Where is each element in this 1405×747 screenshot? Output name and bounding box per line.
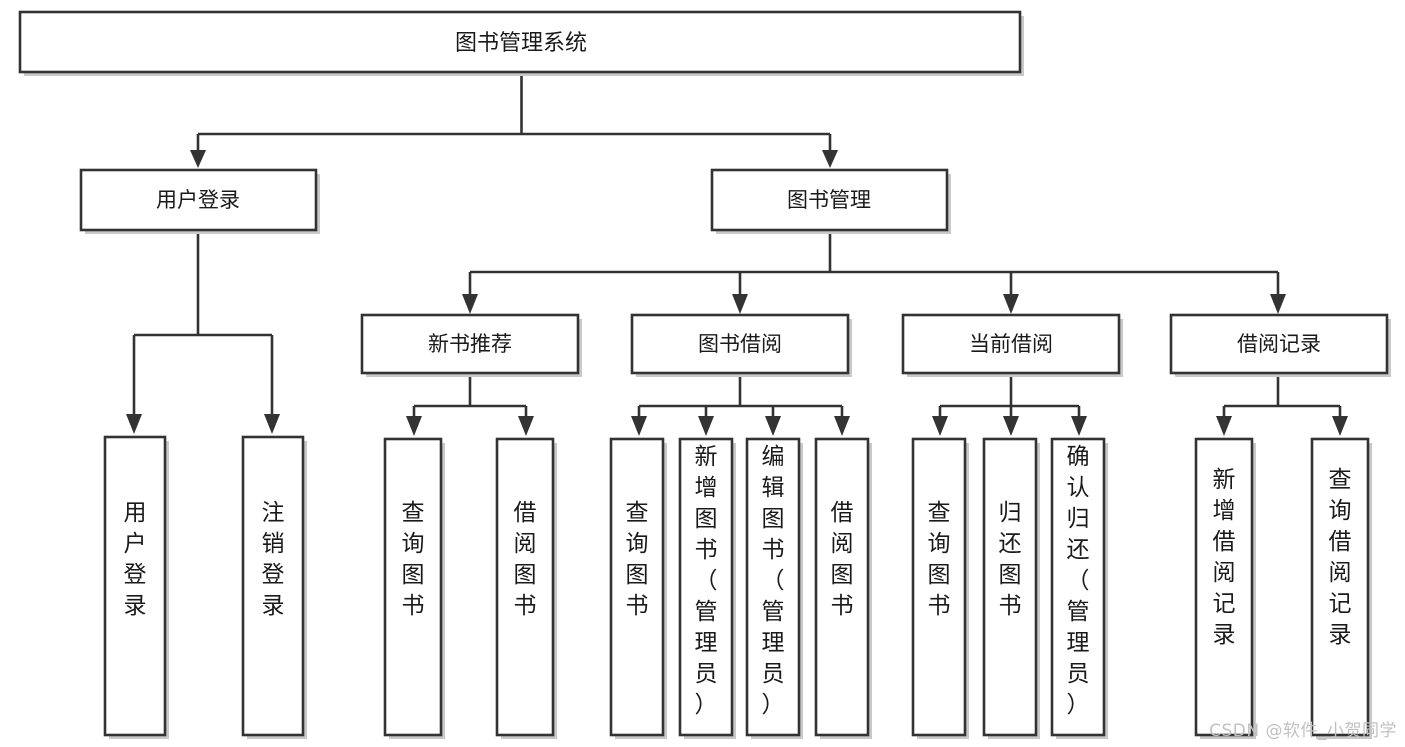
leaf-label: 查询图书 bbox=[626, 500, 649, 619]
leaf-book-borrow-0[interactable]: 查询图书 bbox=[609, 437, 667, 739]
root-label: 图书管理系统 bbox=[455, 31, 587, 56]
leaf-user-login-0[interactable]: 用户登录 bbox=[103, 435, 169, 739]
arrow-recommend-l2 bbox=[518, 416, 534, 436]
leaf-current-borrow-2[interactable]: 确认归还（管理员） bbox=[1050, 437, 1108, 739]
leaf-box[interactable] bbox=[745, 437, 801, 737]
leaf-book-borrow-1[interactable]: 新增图书（管理员） bbox=[678, 437, 736, 739]
leaf-box[interactable] bbox=[1050, 437, 1106, 737]
arrow-bookmgmt-c2 bbox=[732, 294, 748, 314]
arrow-current-l3 bbox=[1071, 416, 1087, 436]
leaf-new-book-recommend-0[interactable]: 查询图书 bbox=[383, 437, 445, 739]
arrow-login-leaf1 bbox=[126, 414, 142, 434]
leaf-box[interactable] bbox=[814, 437, 870, 737]
arrow-record-l1 bbox=[1216, 416, 1232, 436]
arrow-bookmgmt-c1 bbox=[462, 294, 478, 314]
leaf-label: 查询借阅记录 bbox=[1329, 467, 1352, 648]
leaf-label: 查询图书 bbox=[402, 500, 425, 619]
node-book-borrow[interactable]: 图书借阅 bbox=[630, 313, 852, 377]
book-borrow-label: 图书借阅 bbox=[698, 332, 782, 356]
book-borrow-box[interactable] bbox=[630, 313, 850, 375]
leaf-current-borrow-1[interactable]: 归还图书 bbox=[982, 437, 1040, 739]
leaf-label: 用户登录 bbox=[124, 500, 147, 619]
leaf-current-borrow-0[interactable]: 查询图书 bbox=[911, 437, 969, 739]
leaf-label: 借阅图书 bbox=[514, 500, 537, 619]
node-borrow-record[interactable]: 借阅记录 bbox=[1169, 313, 1391, 377]
leaf-box[interactable] bbox=[383, 437, 443, 737]
leaf-label: 确认归还（管理员） bbox=[1067, 444, 1090, 718]
leaf-box[interactable] bbox=[103, 435, 167, 737]
root-box[interactable] bbox=[18, 10, 1022, 74]
leaf-book-borrow-2[interactable]: 编辑图书（管理员） bbox=[745, 437, 803, 739]
node-new-book-recommend[interactable]: 新书推荐 bbox=[360, 313, 582, 377]
arrow-current-l1 bbox=[932, 416, 948, 436]
borrow-record-box[interactable] bbox=[1169, 313, 1389, 375]
leaf-label: 借阅图书 bbox=[831, 500, 854, 619]
leaf-label: 新增图书（管理员） bbox=[695, 444, 718, 718]
leaf-book-borrow-3[interactable]: 借阅图书 bbox=[814, 437, 872, 739]
leaf-label: 编辑图书（管理员） bbox=[762, 444, 785, 718]
node-user-login[interactable]: 用户登录 bbox=[79, 168, 320, 234]
new-book-recommend-label: 新书推荐 bbox=[428, 332, 512, 356]
arrow-root-to-bookmgmt bbox=[822, 150, 838, 168]
user-login-label: 用户登录 bbox=[156, 188, 240, 212]
leaf-label: 查询图书 bbox=[928, 500, 951, 619]
leaf-label: 注销登录 bbox=[262, 500, 285, 619]
arrow-login-leaf2 bbox=[264, 414, 280, 434]
arrow-current-l2 bbox=[1003, 416, 1019, 436]
node-root[interactable]: 图书管理系统 bbox=[18, 10, 1024, 76]
leaf-box[interactable] bbox=[495, 437, 555, 737]
node-book-management[interactable]: 图书管理 bbox=[710, 168, 951, 234]
book-management-label: 图书管理 bbox=[787, 188, 871, 212]
arrow-root-to-login bbox=[190, 150, 206, 168]
leaf-borrow-record-0[interactable]: 新增借阅记录 bbox=[1194, 437, 1256, 739]
user-login-box[interactable] bbox=[79, 168, 318, 232]
arrow-borrow-l3 bbox=[765, 416, 781, 436]
book-management-box[interactable] bbox=[710, 168, 949, 232]
arrow-record-l2 bbox=[1332, 416, 1348, 436]
current-borrow-label: 当前借阅 bbox=[969, 332, 1053, 356]
leaf-box[interactable] bbox=[911, 437, 967, 737]
arrow-recommend-l1 bbox=[406, 416, 422, 436]
node-current-borrow[interactable]: 当前借阅 bbox=[901, 313, 1123, 377]
current-borrow-box[interactable] bbox=[901, 313, 1121, 375]
arrow-borrow-l1 bbox=[631, 416, 647, 436]
connector-edges bbox=[126, 76, 1348, 436]
leaf-box[interactable] bbox=[678, 437, 734, 737]
leaf-box[interactable] bbox=[982, 437, 1038, 737]
arrow-borrow-l4 bbox=[834, 416, 850, 436]
leaf-label: 归还图书 bbox=[999, 500, 1022, 619]
leaf-new-book-recommend-1[interactable]: 借阅图书 bbox=[495, 437, 557, 739]
arrow-bookmgmt-c3 bbox=[1003, 294, 1019, 314]
csdn-watermark: CSDN @软件_小贺同学 bbox=[1209, 721, 1397, 741]
arrow-borrow-l2 bbox=[698, 416, 714, 436]
arrow-bookmgmt-c4 bbox=[1270, 294, 1286, 314]
leaf-borrow-record-1[interactable]: 查询借阅记录 bbox=[1310, 437, 1372, 739]
leaf-label: 新增借阅记录 bbox=[1213, 467, 1236, 648]
new-book-recommend-box[interactable] bbox=[360, 313, 580, 375]
leaf-box[interactable] bbox=[1194, 437, 1254, 737]
leaf-user-login-1[interactable]: 注销登录 bbox=[241, 435, 307, 739]
leaf-box[interactable] bbox=[609, 437, 665, 737]
leaf-box[interactable] bbox=[1310, 437, 1370, 737]
leaf-box[interactable] bbox=[241, 435, 305, 737]
borrow-record-label: 借阅记录 bbox=[1237, 332, 1321, 356]
